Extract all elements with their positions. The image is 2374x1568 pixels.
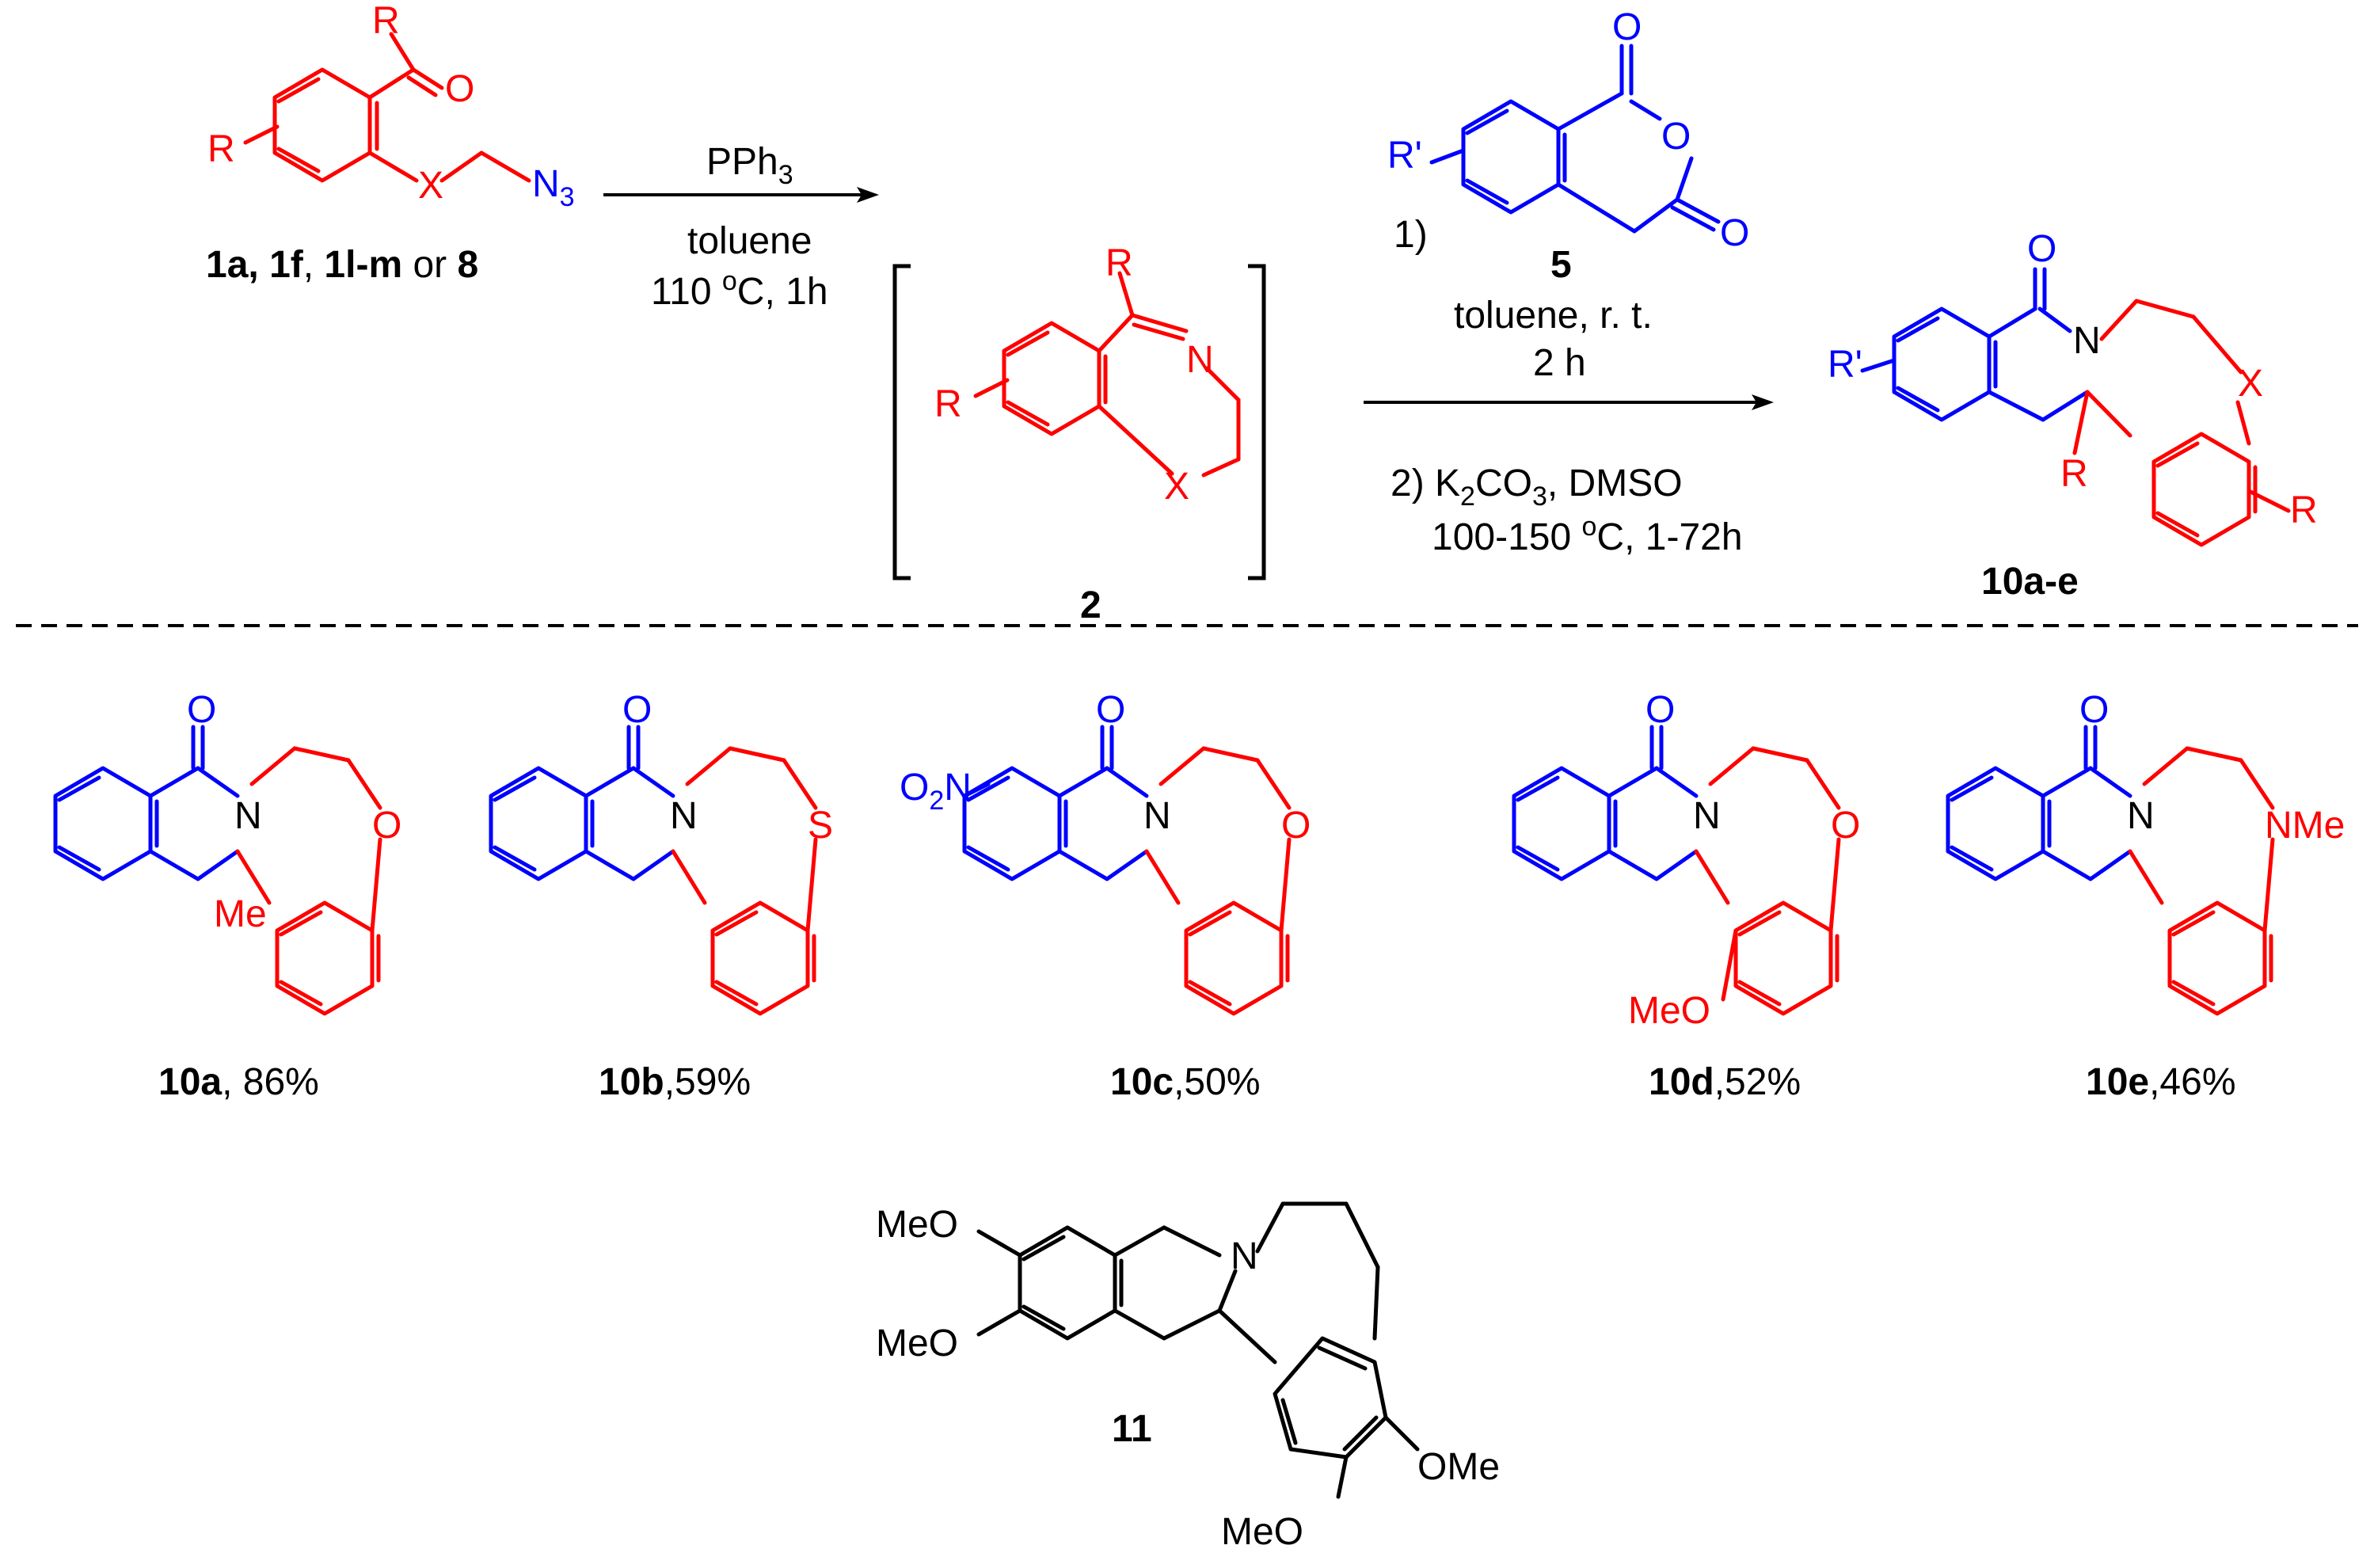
ex10e-NMe: NMe: [2265, 805, 2345, 847]
ex10c-nitro-bond: [962, 782, 991, 798]
compound-11-structure: [976, 1201, 1420, 1499]
cmpd11-MeO-left: MeO: [876, 1323, 958, 1364]
ex10e-carbonyl-O: O: [2079, 689, 2109, 731]
sm-ring-R: R: [207, 128, 235, 170]
ex10a-N: N: [234, 795, 262, 837]
prod-R-prime: R': [1828, 344, 1862, 386]
step1-temperature: 110 oC, 1h: [651, 266, 828, 313]
anhydride-ring-O: O: [1661, 116, 1691, 158]
cmpd11-N: N: [1231, 1235, 1258, 1277]
prod-angular-R: R: [2060, 453, 2088, 495]
int-imine-N: N: [1186, 339, 1214, 381]
ex10d-methoxy-bond: [1721, 928, 1738, 1002]
ex10b-carbonyl-O: O: [622, 689, 652, 731]
ex10e-N: N: [2127, 795, 2155, 837]
ex10b-N: N: [670, 795, 698, 837]
ex10a-carbonyl-O: O: [187, 689, 216, 731]
int-R-substituent: R: [1105, 242, 1133, 284]
anhydride-top-O: O: [1612, 6, 1642, 48]
prod-ring-R: R: [2290, 489, 2318, 531]
bracket-right: [1248, 264, 1266, 580]
example-10e-structure: [1948, 727, 2273, 1014]
cmpd11-MeO-top: MeO: [876, 1204, 958, 1246]
cmpd11-OMe-right: OMe: [1417, 1446, 1500, 1488]
example-10a-label: 10a, 86%: [158, 1061, 319, 1103]
product-series-label: 10a-e: [1981, 561, 2079, 603]
example-10c-label: 10c,50%: [1110, 1061, 1261, 1103]
ex10c-nitro-group: O2N: [900, 767, 972, 816]
prod-X-linker: X: [2238, 363, 2263, 405]
ex10c-carbonyl-O: O: [1096, 689, 1125, 731]
product-10-general-structure: [1860, 267, 2291, 547]
example-10b-label: 10b,59%: [599, 1061, 751, 1103]
sm-X-linker: X: [418, 165, 443, 207]
intermediate-2-structure: [973, 271, 1241, 478]
ex10c-N: N: [1143, 795, 1171, 837]
ex10b-ring-S: S: [808, 805, 833, 847]
sm-carbonyl-O: O: [445, 68, 474, 110]
example-10d-label: 10d,52%: [1649, 1061, 1801, 1103]
anhydride-5-label: 5: [1550, 244, 1572, 286]
prod-carbonyl-O: O: [2027, 228, 2056, 270]
int-ring-R: R: [934, 383, 962, 425]
anhydride-carbonyl-O: O: [1720, 212, 1749, 254]
int-X-linker: X: [1164, 466, 1189, 508]
intermediate-2-label: 2: [1080, 584, 1101, 626]
anhydride-R-prime: R': [1387, 135, 1422, 177]
example-10e-label: 10e,46%: [2086, 1061, 2236, 1103]
ex10d-ring-O: O: [1831, 805, 1860, 847]
step2-part2-temperature: 100-150 oC, 1-72h: [1432, 512, 1743, 558]
step2-part1-solvent: toluene, r. t.: [1454, 295, 1653, 337]
ex10a-Me: Me: [214, 893, 267, 935]
ex10c-ring-O: O: [1281, 805, 1311, 847]
sm-R-substituent: R: [372, 0, 400, 42]
example-10c-structure: [964, 727, 1289, 1014]
cmpd11-MeO-bottom: MeO: [1221, 1511, 1303, 1553]
reaction-arrow-1-head: [857, 187, 879, 203]
ex10a-ring-O: O: [372, 805, 401, 847]
reaction-arrow-2-head: [1752, 394, 1774, 410]
step2-part2-reagents: 2) K2CO3, DMSO: [1391, 462, 1683, 512]
step2-part1-number: 1): [1394, 214, 1428, 256]
bracket-left: [892, 264, 911, 580]
starting-material-label: 1a, 1f, 1l-m or 8: [206, 244, 478, 286]
step1-solvent: toluene: [687, 220, 812, 262]
starting-material-structure: [243, 32, 531, 183]
ex10d-carbonyl-O: O: [1645, 689, 1675, 731]
compound-11-label: 11: [1112, 1408, 1152, 1450]
sm-azide: N3: [532, 163, 575, 212]
step2-part1-time: 2 h: [1533, 342, 1586, 384]
anhydride-5-structure: [1429, 44, 1721, 234]
example-10a-structure: [55, 727, 380, 1014]
ex10d-methoxy: MeO: [1628, 990, 1710, 1032]
example-10b-structure: [491, 727, 816, 1014]
example-10d-structure: [1514, 727, 1839, 1014]
prod-N: N: [2073, 320, 2101, 362]
ex10d-N: N: [1693, 795, 1721, 837]
step1-reagent: PPh3: [706, 141, 793, 190]
